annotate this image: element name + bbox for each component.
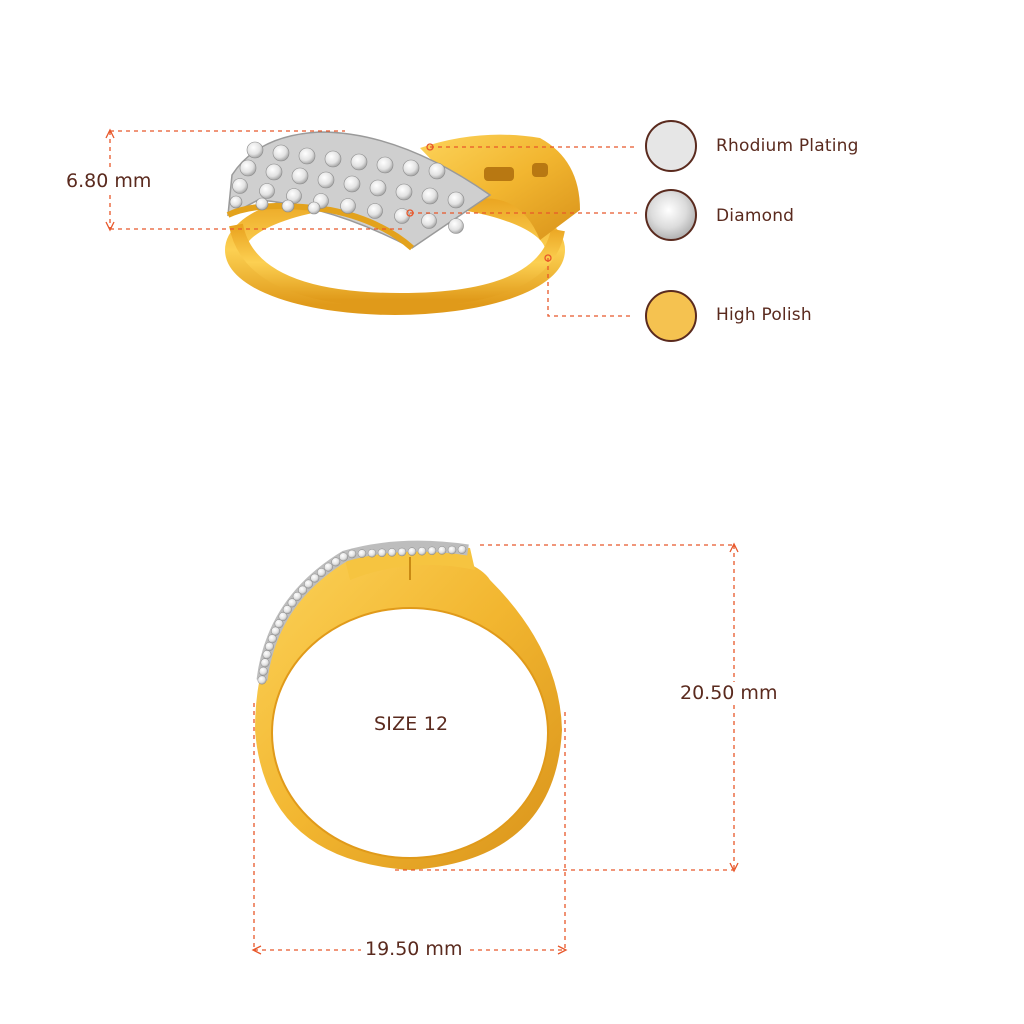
edge-diamond bbox=[271, 626, 280, 636]
arrow-up-icon bbox=[105, 128, 115, 139]
leader-dot bbox=[544, 254, 552, 262]
edge-diamond bbox=[262, 650, 272, 660]
pave-diamond bbox=[428, 162, 446, 180]
pave-diamond bbox=[421, 187, 439, 205]
ring-band-front bbox=[229, 223, 565, 308]
pave-diamond bbox=[340, 198, 356, 214]
arrow-up-icon bbox=[729, 542, 739, 553]
edge-diamond bbox=[267, 634, 277, 644]
pave-diamond bbox=[229, 195, 243, 209]
dimension-label-height-front: 20.50 mm bbox=[676, 682, 782, 704]
ring-size-label: SIZE 12 bbox=[374, 713, 449, 735]
edge-diamond bbox=[316, 568, 326, 577]
edge-diamond bbox=[310, 573, 320, 583]
edge-diamond bbox=[278, 612, 288, 622]
gold-swatch-icon bbox=[645, 290, 697, 342]
pave-diamond bbox=[402, 159, 420, 177]
ring-inner-edge bbox=[271, 607, 549, 859]
edge-diamond bbox=[407, 547, 417, 556]
pave-diamond bbox=[324, 150, 342, 168]
pave-diamonds bbox=[229, 141, 465, 234]
shoulder-slot bbox=[532, 163, 548, 177]
edge-diamond bbox=[274, 619, 284, 629]
edge-diamond bbox=[427, 546, 437, 556]
ring-inner-hole bbox=[272, 608, 548, 858]
ring-shoulder bbox=[420, 134, 580, 240]
edge-diamond bbox=[258, 666, 268, 676]
edge-diamond bbox=[387, 548, 397, 557]
pave-diamond bbox=[448, 218, 464, 234]
pave-diamond bbox=[272, 144, 290, 162]
edge-diamond bbox=[339, 552, 348, 562]
edge-diamond bbox=[323, 562, 333, 572]
pave-diamond bbox=[395, 183, 413, 201]
pave-diamond bbox=[369, 179, 387, 197]
edge-diamond bbox=[447, 545, 457, 555]
v-edge bbox=[226, 203, 414, 251]
pave-diamond bbox=[246, 141, 264, 159]
pave-diamond bbox=[447, 191, 465, 209]
pave-diamond bbox=[291, 167, 309, 185]
pave-diamond bbox=[281, 199, 295, 213]
pave-diamond bbox=[343, 175, 361, 193]
edge-diamond bbox=[367, 548, 377, 558]
diamond-swatch-icon bbox=[645, 189, 697, 241]
legend-label-polish: High Polish bbox=[716, 305, 812, 325]
pave-diamond bbox=[317, 171, 335, 189]
legend-leaders bbox=[410, 146, 637, 317]
edge-diamond bbox=[260, 658, 270, 668]
pave-diamond bbox=[255, 197, 269, 211]
pave-diamond bbox=[350, 153, 368, 171]
arrow-right-icon bbox=[557, 945, 568, 955]
edge-diamond bbox=[357, 549, 367, 558]
pave-diamond bbox=[259, 183, 275, 199]
edge-diamond bbox=[287, 598, 297, 608]
rhodium-swatch-icon bbox=[645, 120, 697, 172]
pave-diamond bbox=[307, 201, 321, 215]
edge-diamond bbox=[264, 642, 274, 651]
edge-diamond bbox=[417, 546, 427, 556]
pave-diamond bbox=[421, 213, 437, 229]
arrow-left-icon bbox=[251, 945, 262, 955]
pave-diamond bbox=[376, 156, 394, 174]
dimension-label-height-top: 6.80 mm bbox=[62, 170, 156, 192]
edge-diamonds bbox=[257, 545, 467, 685]
pave-diamond bbox=[367, 203, 383, 219]
arrow-down-icon bbox=[729, 862, 739, 873]
pave-diamond bbox=[286, 188, 302, 204]
ring-side-view bbox=[225, 131, 580, 315]
ring-front-view bbox=[255, 540, 562, 870]
edge-diamond bbox=[437, 546, 447, 555]
edge-diamond bbox=[347, 549, 357, 559]
height-dimension-front bbox=[395, 544, 735, 871]
edge-diamond bbox=[397, 547, 407, 557]
edge-diamond bbox=[282, 605, 292, 615]
arrow-down-icon bbox=[105, 221, 115, 232]
edge-diamond bbox=[331, 557, 341, 567]
pave-diamond bbox=[232, 178, 248, 194]
edge-diamond bbox=[304, 579, 313, 589]
edge-diamond bbox=[298, 585, 308, 595]
edge-diamond bbox=[292, 591, 302, 601]
pave-diamond bbox=[239, 159, 257, 177]
edge-diamond bbox=[377, 548, 387, 558]
leader-dot bbox=[406, 209, 414, 217]
pave-diamond bbox=[298, 147, 316, 165]
legend-label-rhodium: Rhodium Plating bbox=[716, 136, 859, 156]
dimension-label-width-front: 19.50 mm bbox=[361, 938, 467, 960]
leader-dot bbox=[426, 143, 434, 151]
legend-label-diamond: Diamond bbox=[716, 206, 795, 226]
edge-diamond bbox=[257, 675, 267, 685]
pave-diamond bbox=[265, 163, 283, 181]
edge-diamond bbox=[457, 545, 467, 554]
shoulder-slot bbox=[484, 167, 514, 181]
